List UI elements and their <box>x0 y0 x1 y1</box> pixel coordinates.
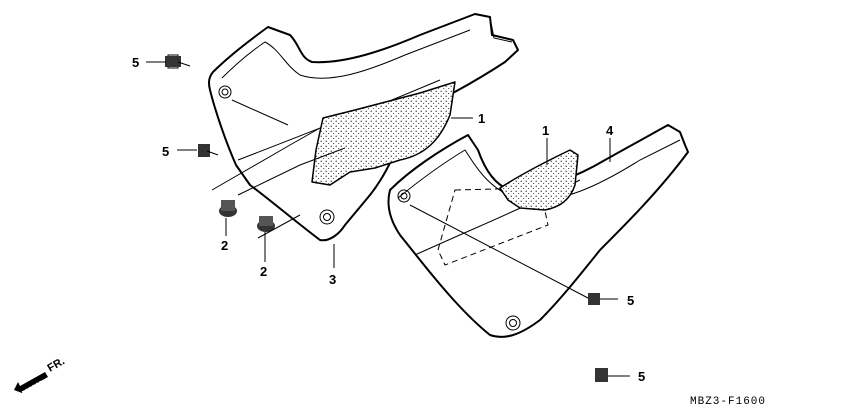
callout-4: 4 <box>606 123 614 138</box>
bolt-bottom <box>595 368 608 382</box>
callout-2-right: 2 <box>260 264 267 279</box>
callout-1-left: 1 <box>478 111 485 126</box>
foam-pad-left <box>311 81 456 186</box>
bolt-right <box>588 293 600 305</box>
callout-1-right: 1 <box>542 123 549 138</box>
callout-5-mid-left: 5 <box>162 144 169 159</box>
foam-pad-right <box>499 149 579 211</box>
front-direction-label: FR. <box>46 355 67 374</box>
callout-5-bottom: 5 <box>638 369 645 384</box>
diagram-code: MBZ3-F1600 <box>690 396 766 408</box>
callout-2-left: 2 <box>221 238 228 253</box>
front-direction-arrow <box>14 372 48 393</box>
grommet-left <box>219 200 237 217</box>
bolt-mid-left <box>198 144 219 157</box>
callout-3: 3 <box>329 272 336 287</box>
right-side-cover <box>387 124 689 338</box>
grommet-right <box>257 216 275 232</box>
callout-5-top-left: 5 <box>132 55 139 70</box>
leader-lines <box>146 61 630 377</box>
callout-5-right: 5 <box>627 293 634 308</box>
bolt-top-left <box>165 54 191 69</box>
